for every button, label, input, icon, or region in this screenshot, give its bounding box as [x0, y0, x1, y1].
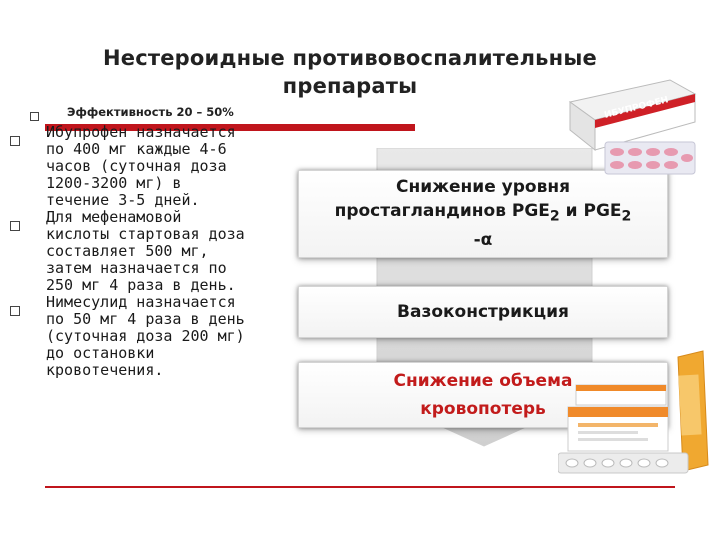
bullet-line: до остановки: [46, 344, 155, 362]
bottom-divider-line: [45, 486, 675, 488]
effectiveness-subtitle: Эффективность 20 – 50%: [67, 105, 234, 119]
bullet-line: 1200-3200 мг) в: [46, 174, 182, 192]
step3-line-1: Снижение объема: [393, 371, 573, 391]
bullet-line: Нимесулид назначается: [46, 293, 236, 311]
step1-line-3: -α: [473, 230, 493, 251]
bullet-line: затем назначается по: [46, 259, 227, 277]
slide-title: Нестероидные противовоспалительные препа…: [60, 44, 640, 100]
bullet-line: Ибупрофен назначается: [46, 123, 236, 141]
bullet-line: составляет 500 мг,: [46, 242, 209, 260]
nsaid-packages-image: [558, 350, 709, 474]
list-item: Для мефенамовой кислоты стартовая доза с…: [10, 209, 295, 294]
bullet-square-icon: [10, 221, 20, 231]
list-item: Нимесулид назначается по 50 мг 4 раза в …: [10, 294, 295, 379]
subscript: 2: [621, 208, 632, 225]
title-line-1: Нестероидные противовоспалительные: [103, 46, 597, 70]
bullet-line: кислоты стартовая доза: [46, 225, 245, 243]
bullet-line: по 50 мг 4 раза в день: [46, 310, 245, 328]
bullet-line: Для мефенамовой: [46, 208, 182, 226]
bullet-square-icon: [30, 112, 39, 121]
bullet-line: (суточная доза 200 мг): [46, 327, 245, 345]
bullet-line: часов (суточная доза: [46, 157, 227, 175]
flow-step-prostaglandins: Снижение уровня простагландинов PGE2 и P…: [298, 170, 668, 258]
top-divider-line: [45, 124, 415, 131]
bullet-square-icon: [10, 136, 20, 146]
bullet-line: течение 3-5 дней.: [46, 191, 200, 209]
flow-step-vasoconstriction: Вазоконстрикция: [298, 286, 668, 338]
step1-text: и PGE: [559, 201, 622, 221]
ibuprofen-package-image: ИБУПРОФЕН: [568, 79, 697, 175]
subscript: 2: [549, 208, 560, 225]
bullet-line: по 400 мг каждые 4-6: [46, 140, 227, 158]
list-item: Ибупрофен назначается по 400 мг каждые 4…: [10, 124, 295, 209]
bullet-line: 250 мг 4 раза в день.: [46, 276, 236, 294]
dosage-bullet-list: Ибупрофен назначается по 400 мг каждые 4…: [10, 124, 295, 379]
title-line-2: препараты: [282, 74, 418, 98]
bullet-square-icon: [10, 306, 20, 316]
step3-line-2: кровопотерь: [420, 399, 546, 419]
step1-line-1: Снижение уровня: [395, 177, 571, 197]
step1-line-2: простагландинов PGE2 и PGE2: [299, 199, 667, 228]
bullet-line: кровотечения.: [46, 361, 164, 379]
step1-text: простагландинов PGE: [334, 201, 550, 221]
